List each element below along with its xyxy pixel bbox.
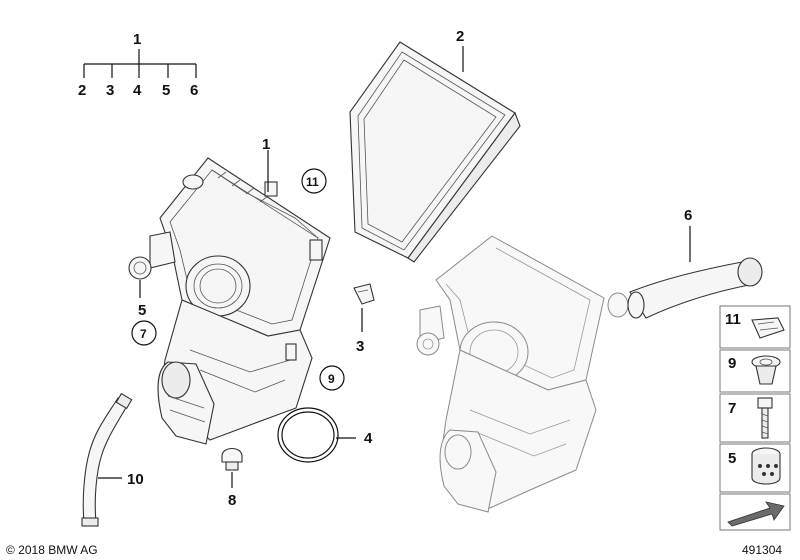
callout-3: 3 xyxy=(356,338,364,355)
callout-9-circle xyxy=(319,365,345,391)
vent-hose xyxy=(81,392,133,527)
tree-child-label: 5 xyxy=(162,82,170,99)
callout-7-circle xyxy=(131,320,157,346)
legend-cell xyxy=(719,393,791,443)
legend-label: 11 xyxy=(725,311,741,328)
callout-11-circle xyxy=(301,168,327,194)
diagram-number: 491304 xyxy=(742,543,782,557)
legend-label: 7 xyxy=(728,400,736,417)
legend-cell xyxy=(719,349,791,393)
small-parts-legend: 11 9 7 5 xyxy=(719,305,791,531)
callout-4: 4 xyxy=(364,430,373,447)
callout-2: 2 xyxy=(456,28,464,45)
legend-label: 5 xyxy=(728,450,736,467)
tree-child-label: 6 xyxy=(190,82,198,99)
tree-child-label: 4 xyxy=(133,82,142,99)
part-tree: 1 2 3 4 5 6 xyxy=(78,31,198,99)
sealing-ring xyxy=(277,407,339,463)
tree-child-label: 3 xyxy=(106,82,114,99)
callout-9-circle-label: 9 xyxy=(328,372,335,386)
callout-8: 8 xyxy=(228,492,236,509)
callout-7-circle-label: 7 xyxy=(140,327,147,341)
intake-duct xyxy=(627,257,763,319)
tree-root-label: 1 xyxy=(133,31,141,48)
grommet-icon xyxy=(751,355,781,385)
grommet-part xyxy=(221,447,243,471)
callout-5: 5 xyxy=(138,302,146,319)
legend-label: 9 xyxy=(728,355,736,372)
clip-icon xyxy=(751,317,785,339)
copyright-text: © 2018 BMW AG xyxy=(6,543,98,557)
clip-part xyxy=(353,283,375,305)
bolt-icon xyxy=(757,397,773,439)
air-intake-housing xyxy=(128,157,331,445)
assembled-housing-view xyxy=(416,235,629,513)
callout-1: 1 xyxy=(262,136,270,153)
direction-arrow-icon xyxy=(727,501,785,527)
air-filter-element: 2 xyxy=(349,28,521,263)
callout-11-circle-label: 11 xyxy=(306,175,319,189)
callout-10: 10 xyxy=(127,471,144,488)
callout-6: 6 xyxy=(684,207,692,224)
rubber-mount-icon xyxy=(751,447,781,485)
tree-child-label: 2 xyxy=(78,82,86,99)
